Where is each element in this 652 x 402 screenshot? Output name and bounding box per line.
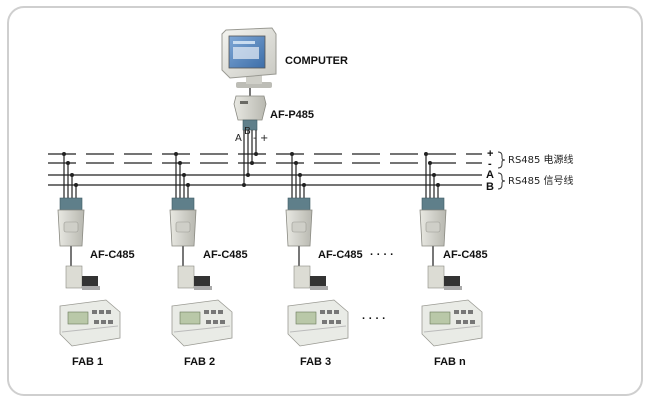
relay-module-icon xyxy=(427,265,462,290)
device-label-2: FAB 2 xyxy=(184,356,215,368)
converter-label-4: AF-C485 xyxy=(443,249,488,261)
signal-brace-icon xyxy=(497,172,506,190)
adapter-pin-plus: + xyxy=(260,133,268,144)
af-c485-converter-icon xyxy=(419,197,447,247)
af-c485-converter-icon xyxy=(57,197,85,247)
junction-dot xyxy=(290,152,294,156)
node-taps-3 xyxy=(291,154,305,200)
relay-module-icon xyxy=(177,265,212,290)
bus-a-label: A xyxy=(486,169,494,181)
junction-dot xyxy=(74,183,78,187)
junction-dot xyxy=(432,173,436,177)
bus-b-label: B xyxy=(486,181,494,193)
device-ellipsis: · · · · xyxy=(362,313,386,325)
fab-device-icon xyxy=(421,299,483,347)
junction-dot xyxy=(70,173,74,177)
junction-dot xyxy=(424,152,428,156)
junction-dot xyxy=(436,183,440,187)
computer-icon xyxy=(221,27,277,88)
bus-plus-label: + xyxy=(487,148,493,160)
junction-dot xyxy=(186,183,190,187)
node-taps-1 xyxy=(63,154,77,200)
device-label-1: FAB 1 xyxy=(72,356,103,368)
converter-label-1: AF-C485 xyxy=(90,249,135,261)
signal-bus-label: RS485 信号线 xyxy=(508,174,574,187)
fab-device-icon xyxy=(287,299,349,347)
node-taps-2 xyxy=(175,154,189,200)
junction-dot xyxy=(174,152,178,156)
rs485-signal-bus xyxy=(48,174,482,186)
computer-label: COMPUTER xyxy=(285,55,348,67)
node-1 xyxy=(57,152,121,347)
af-p485-adapter-icon xyxy=(233,95,267,131)
junction-dot xyxy=(298,173,302,177)
fab-device-icon xyxy=(59,299,121,347)
adapter-pin-minus: - xyxy=(253,133,257,144)
adapter-pin-a: A xyxy=(235,133,242,144)
device-label-4: FAB n xyxy=(434,356,466,368)
fab-device-icon xyxy=(171,299,233,347)
af-c485-converter-icon xyxy=(285,197,313,247)
node-3 xyxy=(285,152,349,347)
junction-dot xyxy=(66,161,70,165)
node-taps-4 xyxy=(425,154,439,200)
power-brace-icon xyxy=(497,151,506,169)
adapter-label: AF-P485 xyxy=(270,109,314,121)
junction-dot xyxy=(294,161,298,165)
node-4 xyxy=(419,152,483,347)
converter-label-3: AF-C485 xyxy=(318,249,363,261)
junction-dot xyxy=(182,173,186,177)
relay-module-icon xyxy=(293,265,328,290)
converter-label-2: AF-C485 xyxy=(203,249,248,261)
junction-dot xyxy=(302,183,306,187)
junction-dot xyxy=(178,161,182,165)
outer-frame xyxy=(7,6,643,396)
converter-ellipsis: · · · · xyxy=(370,249,394,261)
node-2 xyxy=(169,152,233,347)
junction-dot xyxy=(428,161,432,165)
rs485-power-bus xyxy=(48,153,482,164)
relay-module-icon xyxy=(65,265,100,290)
bus-minus-label: - xyxy=(488,158,492,170)
power-bus-label: RS485 电源线 xyxy=(508,153,574,166)
adapter-drop-wires xyxy=(243,130,257,185)
af-c485-converter-icon xyxy=(169,197,197,247)
junction-dot xyxy=(62,152,66,156)
device-label-3: FAB 3 xyxy=(300,356,331,368)
